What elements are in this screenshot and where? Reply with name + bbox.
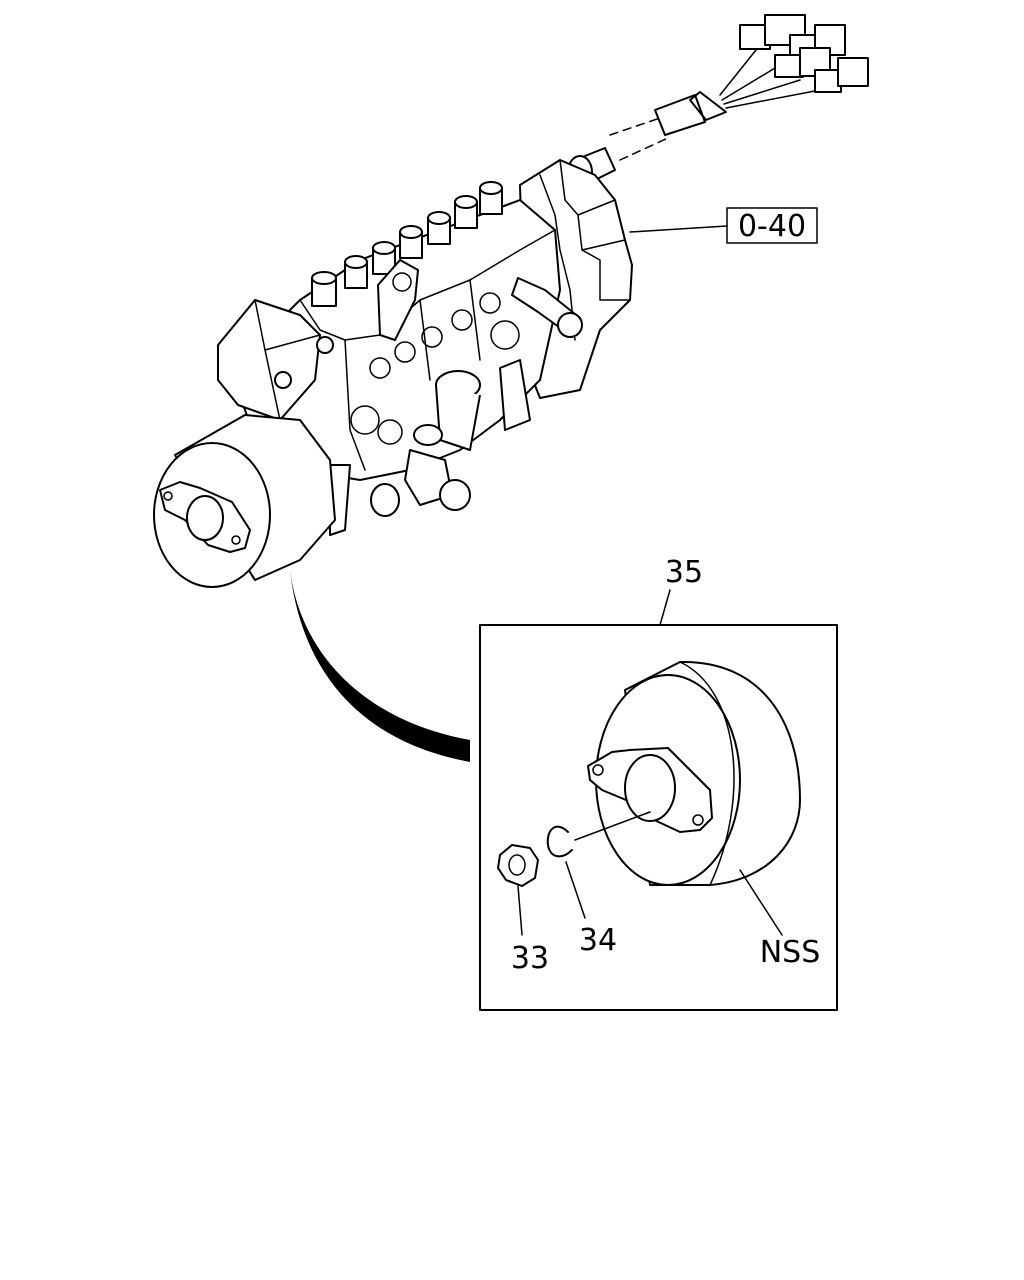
detail-arrow-arc	[290, 570, 470, 762]
nut-33	[497, 844, 539, 887]
label-nss: NSS	[760, 935, 821, 970]
clip-34	[546, 825, 573, 858]
label-33: 33	[511, 941, 549, 976]
label-34: 34	[579, 923, 617, 958]
wire-harness	[567, 14, 869, 189]
ref-label-0-40: 0-40	[738, 209, 806, 244]
label-35: 35	[665, 555, 703, 590]
timer-coupling-detail	[587, 660, 801, 886]
injection-pump	[217, 159, 633, 536]
delivery-valves	[311, 181, 503, 307]
detail-frame	[479, 624, 838, 1011]
timer-coupling-small	[153, 414, 336, 588]
